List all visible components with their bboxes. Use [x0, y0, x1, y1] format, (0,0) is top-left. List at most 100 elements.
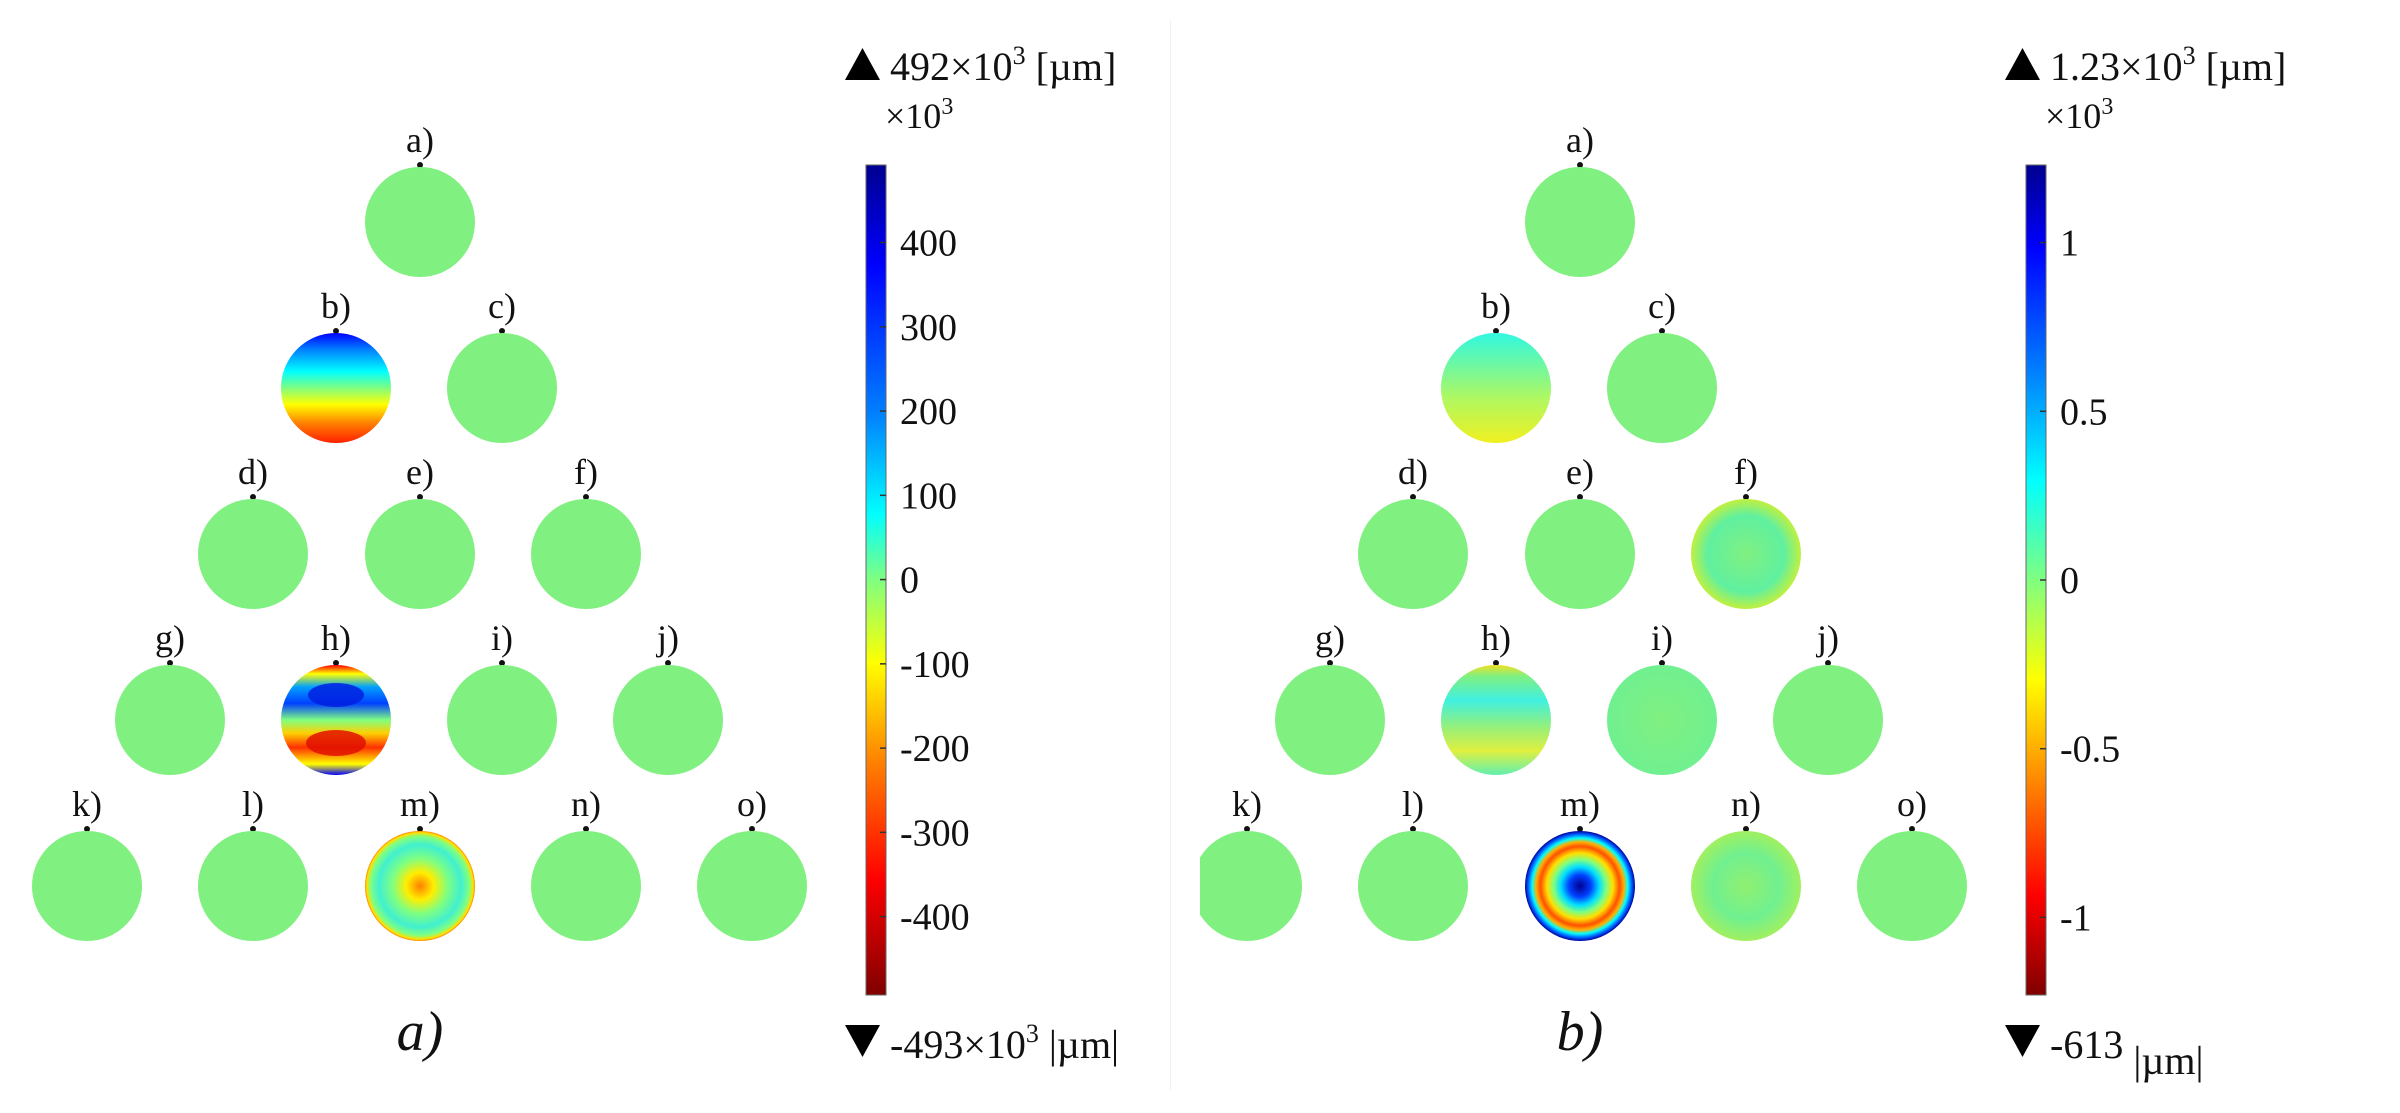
mode-b: b)	[281, 286, 391, 443]
mode-label: c)	[1648, 286, 1676, 326]
mode-b: b)	[1441, 286, 1551, 443]
mode-marker	[1410, 826, 1416, 832]
colorbar-tick-label: -0.5	[2060, 729, 2120, 771]
colorbar-min: -493×103 |µm|	[890, 1019, 1119, 1067]
mode-k: k)	[1200, 784, 1302, 941]
mode-lobe	[308, 683, 364, 707]
mode-marker	[167, 660, 173, 666]
mode-marker	[665, 660, 671, 666]
mode-marker	[1327, 660, 1333, 666]
mode-disk	[613, 665, 723, 775]
mode-m: m)	[1525, 784, 1635, 941]
mode-marker	[417, 162, 423, 168]
mode-label: i)	[491, 618, 513, 658]
colorbar-ticks: 10.50-0.5-1	[2040, 223, 2120, 939]
mode-label: o)	[1897, 784, 1927, 824]
mode-marker	[250, 494, 256, 500]
mode-d: d)	[198, 452, 308, 609]
colorbar-tick-label: -200	[900, 728, 970, 770]
mode-label: k)	[72, 784, 102, 824]
mode-disk	[1525, 167, 1635, 277]
mode-label: k)	[1232, 784, 1262, 824]
mode-o: o)	[697, 784, 807, 941]
panel-b: a) b) c) d) e) f) g)	[1200, 41, 2286, 1083]
mode-marker	[1743, 494, 1749, 500]
mode-disk	[1607, 665, 1717, 775]
min-triangle-icon	[845, 1025, 880, 1057]
mode-pyramid: a) b) c) d) e) f) g)	[1200, 120, 1967, 941]
mode-label: n)	[571, 784, 601, 824]
mode-disk	[365, 167, 475, 277]
mode-m: m)	[365, 784, 475, 941]
colorbar-multiplier: ×103	[885, 94, 953, 136]
max-triangle-icon	[2005, 48, 2040, 80]
mode-marker	[583, 826, 589, 832]
mode-disk	[1607, 333, 1717, 443]
mode-disk	[32, 831, 142, 941]
mode-label: a)	[1566, 120, 1594, 160]
mode-disk	[697, 831, 807, 941]
mode-marker	[1493, 328, 1499, 334]
mode-pyramid: a) b) c) d) e) f)	[32, 120, 807, 941]
colorbar-tick-label: 1	[2060, 223, 2079, 265]
mode-disk	[531, 831, 641, 941]
colorbar-tick-label: -400	[900, 897, 970, 939]
mode-marker	[333, 328, 339, 334]
mode-g: g)	[1275, 618, 1385, 775]
mode-i: i)	[447, 618, 557, 775]
mode-label: d)	[238, 452, 268, 492]
mode-label: f)	[574, 452, 598, 492]
mode-label: b)	[321, 286, 351, 326]
mode-marker	[1825, 660, 1831, 666]
mode-j: j)	[1773, 618, 1883, 775]
mode-c: c)	[447, 286, 557, 443]
mode-label: e)	[1566, 452, 1594, 492]
mode-disk	[365, 831, 475, 941]
mode-disk	[1525, 499, 1635, 609]
mode-disk	[365, 499, 475, 609]
mode-marker	[1244, 826, 1250, 832]
mode-disk	[281, 333, 391, 443]
mode-marker	[333, 660, 339, 666]
mode-disk	[1358, 499, 1468, 609]
mode-marker	[499, 660, 505, 666]
mode-marker	[1743, 826, 1749, 832]
colorbar-tick-label: -100	[900, 644, 970, 686]
mode-label: f)	[1734, 452, 1758, 492]
mode-l: l)	[198, 784, 308, 941]
mode-disk	[1441, 665, 1551, 775]
mode-marker	[1493, 660, 1499, 666]
mode-label: i)	[1651, 618, 1673, 658]
mode-disk	[447, 333, 557, 443]
mode-marker	[1909, 826, 1915, 832]
colorbar: 1.23×103 [µm] ×103 10.50-0.5-1 -613 |µm|	[2005, 41, 2286, 1083]
colorbar-max: 1.23×103 [µm]	[2050, 41, 2286, 89]
mode-disk	[1200, 831, 1302, 941]
mode-h: h)	[1441, 618, 1551, 775]
colorbar-tick-label: 0	[2060, 560, 2079, 602]
colorbar-tick-label: 0.5	[2060, 391, 2108, 433]
mode-e: e)	[365, 452, 475, 609]
mode-f: f)	[531, 452, 641, 609]
mode-i: i)	[1607, 618, 1717, 775]
mode-l: l)	[1358, 784, 1468, 941]
mode-marker	[499, 328, 505, 334]
colorbar-max: 492×103 [µm]	[890, 41, 1116, 89]
mode-label: n)	[1731, 784, 1761, 824]
max-triangle-icon	[845, 48, 880, 80]
colorbar: 492×103 [µm] ×103 4003002001000-100-200-…	[845, 41, 1119, 1067]
mode-f: f)	[1691, 452, 1801, 609]
mode-marker	[417, 494, 423, 500]
mode-n: n)	[1691, 784, 1801, 941]
mode-label: m)	[400, 784, 440, 824]
mode-o: o)	[1857, 784, 1967, 941]
mode-label: m)	[1560, 784, 1600, 824]
mode-marker	[1577, 162, 1583, 168]
mode-lobe	[306, 730, 366, 756]
mode-marker	[1577, 494, 1583, 500]
mode-disk	[115, 665, 225, 775]
mode-label: h)	[321, 618, 351, 658]
mode-disk	[281, 665, 391, 775]
panel-caption: b)	[1557, 1001, 1604, 1063]
